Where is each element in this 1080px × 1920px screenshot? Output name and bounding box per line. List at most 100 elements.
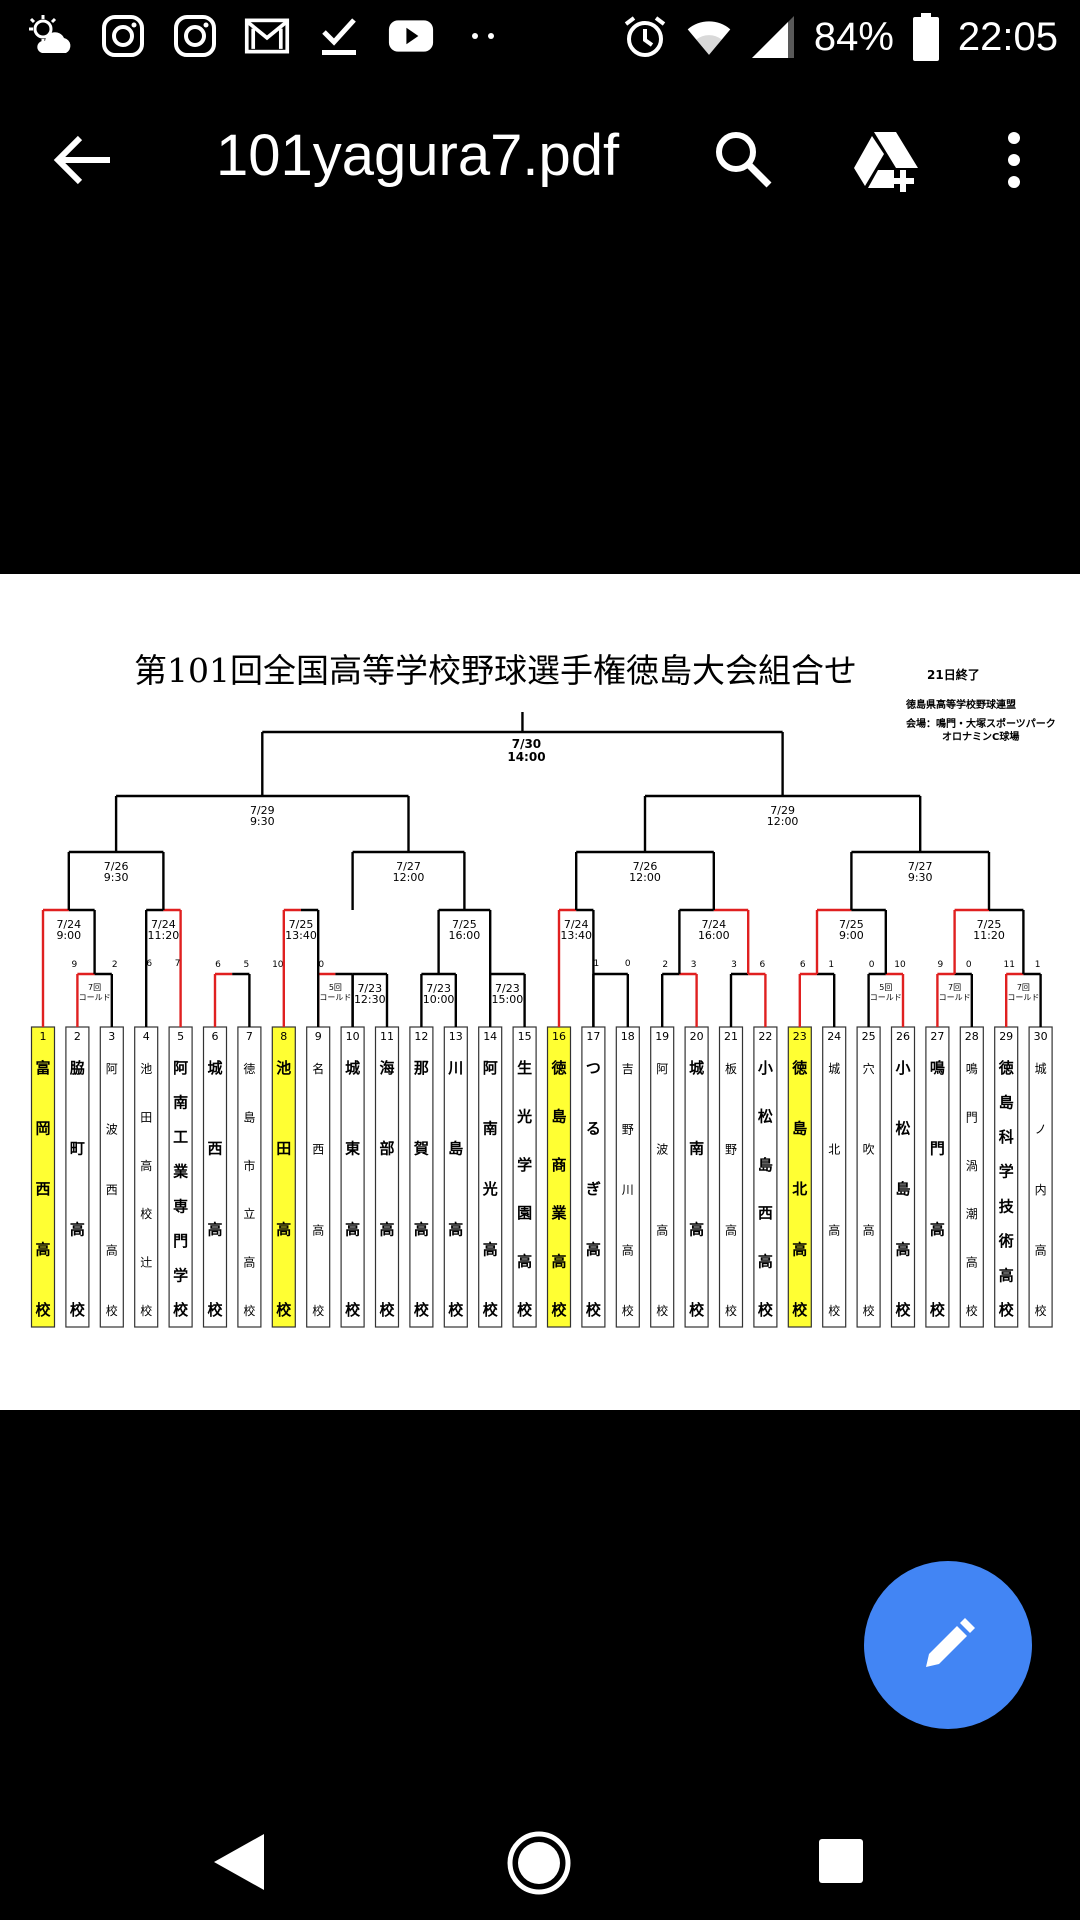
team-name-char: 島 xyxy=(448,1140,463,1158)
team-name-char: 潮 xyxy=(966,1206,978,1221)
team-name-char: 高 xyxy=(448,1220,463,1238)
team-name-char: 校 xyxy=(689,1301,705,1319)
match-time: 9:30 xyxy=(908,871,933,884)
match-date: 7/29 xyxy=(770,804,795,817)
youtube-icon xyxy=(388,13,434,59)
match-date: 7/23 xyxy=(357,982,382,995)
team-name-char: 校 xyxy=(414,1301,430,1319)
score-label: 1 xyxy=(828,960,834,970)
team-name-char: 校 xyxy=(551,1301,567,1319)
match-time: 9:30 xyxy=(250,815,275,828)
team-name-char: 高 xyxy=(140,1158,152,1173)
alarm-icon xyxy=(622,14,668,60)
match-time: 11:20 xyxy=(973,929,1005,942)
team-number-1: 1 xyxy=(40,1030,47,1043)
team-name-char: 名 xyxy=(312,1061,324,1076)
team-number-29: 29 xyxy=(999,1030,1013,1043)
wifi-icon xyxy=(686,14,732,60)
score-label: 9 xyxy=(72,960,78,970)
team-name-char: 校 xyxy=(243,1303,255,1318)
match-date: 7/23 xyxy=(426,982,451,995)
team-name-char: 那 xyxy=(414,1059,429,1077)
team-name-char: 小 xyxy=(758,1059,773,1077)
match-time: 9:00 xyxy=(839,929,864,942)
team-number-2: 2 xyxy=(74,1030,81,1043)
match-date: 7/26 xyxy=(633,860,658,873)
team-number-19: 19 xyxy=(655,1030,669,1043)
team-name-char: 島 xyxy=(895,1180,910,1198)
team-name-char: 校 xyxy=(35,1301,51,1319)
team-name-char: 海 xyxy=(379,1059,394,1077)
team-name-char: 吹 xyxy=(863,1143,875,1157)
drive-add-icon[interactable] xyxy=(852,126,920,194)
team-number-8: 8 xyxy=(280,1030,287,1043)
team-name-char: 高 xyxy=(35,1241,50,1259)
more-vert-icon[interactable] xyxy=(996,128,1032,192)
team-name-char: 穴 xyxy=(863,1061,875,1076)
team-name-char: 高 xyxy=(758,1253,773,1271)
team-name-char: 高 xyxy=(414,1220,429,1238)
team-name-char: 鳴 xyxy=(966,1062,978,1076)
team-name-char: 業 xyxy=(172,1163,189,1181)
team-name-char: 商 xyxy=(551,1156,566,1174)
team-number-11: 11 xyxy=(380,1030,394,1043)
back-arrow-icon[interactable] xyxy=(50,132,120,188)
battery-percent: 84% xyxy=(813,14,894,59)
match-time: 16:00 xyxy=(698,929,730,942)
team-number-26: 26 xyxy=(896,1030,910,1043)
nav-recents-icon[interactable] xyxy=(818,1838,864,1884)
edit-button[interactable] xyxy=(864,1561,1032,1729)
team-number-27: 27 xyxy=(930,1030,944,1043)
team-name-char: ぎ xyxy=(586,1180,601,1198)
team-number-12: 12 xyxy=(414,1030,428,1043)
nav-back-icon[interactable] xyxy=(212,1832,268,1892)
match-time: 15:00 xyxy=(492,993,524,1006)
team-name-char: 西 xyxy=(106,1183,118,1197)
download-done-icon xyxy=(316,13,362,59)
team-name-char: 徳 xyxy=(791,1059,807,1077)
team-name-char: 高 xyxy=(792,1241,807,1259)
score-label: 2 xyxy=(662,960,668,970)
team-name-char: 校 xyxy=(483,1301,499,1319)
team-name-char: 科 xyxy=(999,1128,1014,1146)
called-game-label: コールド xyxy=(79,993,111,1002)
team-name-char: 校 xyxy=(930,1301,946,1319)
nav-home-icon[interactable] xyxy=(506,1830,572,1896)
team-name-char: 高 xyxy=(828,1222,840,1237)
called-game-label: 5回 xyxy=(329,983,342,992)
team-name-char: 高 xyxy=(999,1266,1014,1284)
team-number-5: 5 xyxy=(177,1030,184,1043)
team-name-char: 内 xyxy=(1035,1183,1047,1197)
team-name-char: 阿 xyxy=(106,1062,118,1076)
team-name-char: 城 xyxy=(689,1059,704,1077)
team-name-char: 松 xyxy=(758,1107,773,1125)
team-name-char: 校 xyxy=(207,1301,223,1319)
team-name-char: る xyxy=(586,1120,601,1138)
venue: 会場：鳴門・大塚スポーツパーク オロナミンC球場 xyxy=(906,718,1056,744)
score-label: 0 xyxy=(625,959,631,969)
team-name-char: 校 xyxy=(106,1303,118,1318)
signal-icon xyxy=(750,14,796,60)
team-number-3: 3 xyxy=(108,1030,115,1043)
score-label: 1 xyxy=(594,959,600,969)
team-name-char: 校 xyxy=(725,1303,737,1318)
called-game-label: コールド xyxy=(319,993,351,1002)
system-status: 84% 22:05 xyxy=(622,10,1058,64)
team-name-char: 専 xyxy=(173,1197,188,1215)
team-name-char: 高 xyxy=(622,1243,634,1258)
team-name-char: 高 xyxy=(551,1253,566,1271)
team-name-char: 業 xyxy=(550,1204,567,1222)
team-name-char: 校 xyxy=(863,1303,875,1318)
team-name-char: 池 xyxy=(140,1062,152,1076)
team-name-char: 校 xyxy=(345,1301,361,1319)
team-name-char: 城 xyxy=(207,1059,222,1077)
score-label: 7 xyxy=(175,959,181,969)
search-icon[interactable] xyxy=(712,128,776,192)
called-game-label: 5回 xyxy=(879,983,892,992)
team-name-char: 高 xyxy=(930,1220,945,1238)
status-bar: 84% 22:05 xyxy=(0,0,1080,74)
score-label: 1 xyxy=(1035,960,1041,970)
match-time: 12:00 xyxy=(629,871,661,884)
score-label: 3 xyxy=(731,960,737,970)
